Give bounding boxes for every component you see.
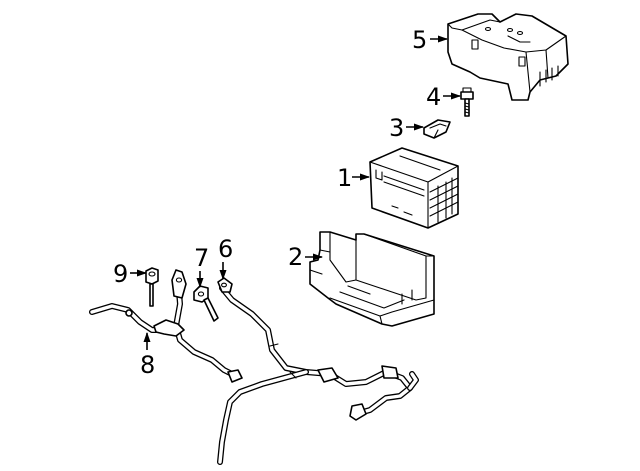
callout-5: 5: [412, 26, 448, 54]
callout-9: 9: [113, 260, 147, 288]
positive-cable-drawing: [217, 277, 419, 465]
callout-4: 4: [426, 83, 461, 111]
callout-label-9: 9: [113, 260, 128, 288]
terminal-nut-drawing: [145, 267, 159, 307]
battery-drawing: [369, 147, 459, 229]
callout-3: 3: [389, 114, 424, 142]
callout-label-5: 5: [412, 26, 427, 54]
callout-2: 2: [288, 243, 323, 271]
callout-label-4: 4: [426, 83, 441, 111]
battery-cover-drawing: [447, 13, 569, 101]
callout-label-8: 8: [140, 351, 155, 379]
callout-label-7: 7: [194, 244, 209, 272]
callout-1: 1: [337, 164, 370, 192]
battery-tray-drawing: [309, 231, 435, 327]
cable-terminal-bolt-drawing: [193, 285, 219, 322]
hold-down-clamp-drawing: [423, 119, 451, 139]
callout-label-1: 1: [337, 164, 352, 192]
callout-label-3: 3: [389, 114, 404, 142]
hold-down-bolt-drawing: [460, 87, 474, 117]
negative-cable-drawing: [89, 269, 243, 383]
callout-label-2: 2: [288, 243, 303, 271]
callout-label-6: 6: [218, 235, 233, 263]
callout-6: 6: [218, 235, 233, 280]
callout-8: 8: [140, 332, 155, 379]
callout-7: 7: [194, 244, 209, 288]
